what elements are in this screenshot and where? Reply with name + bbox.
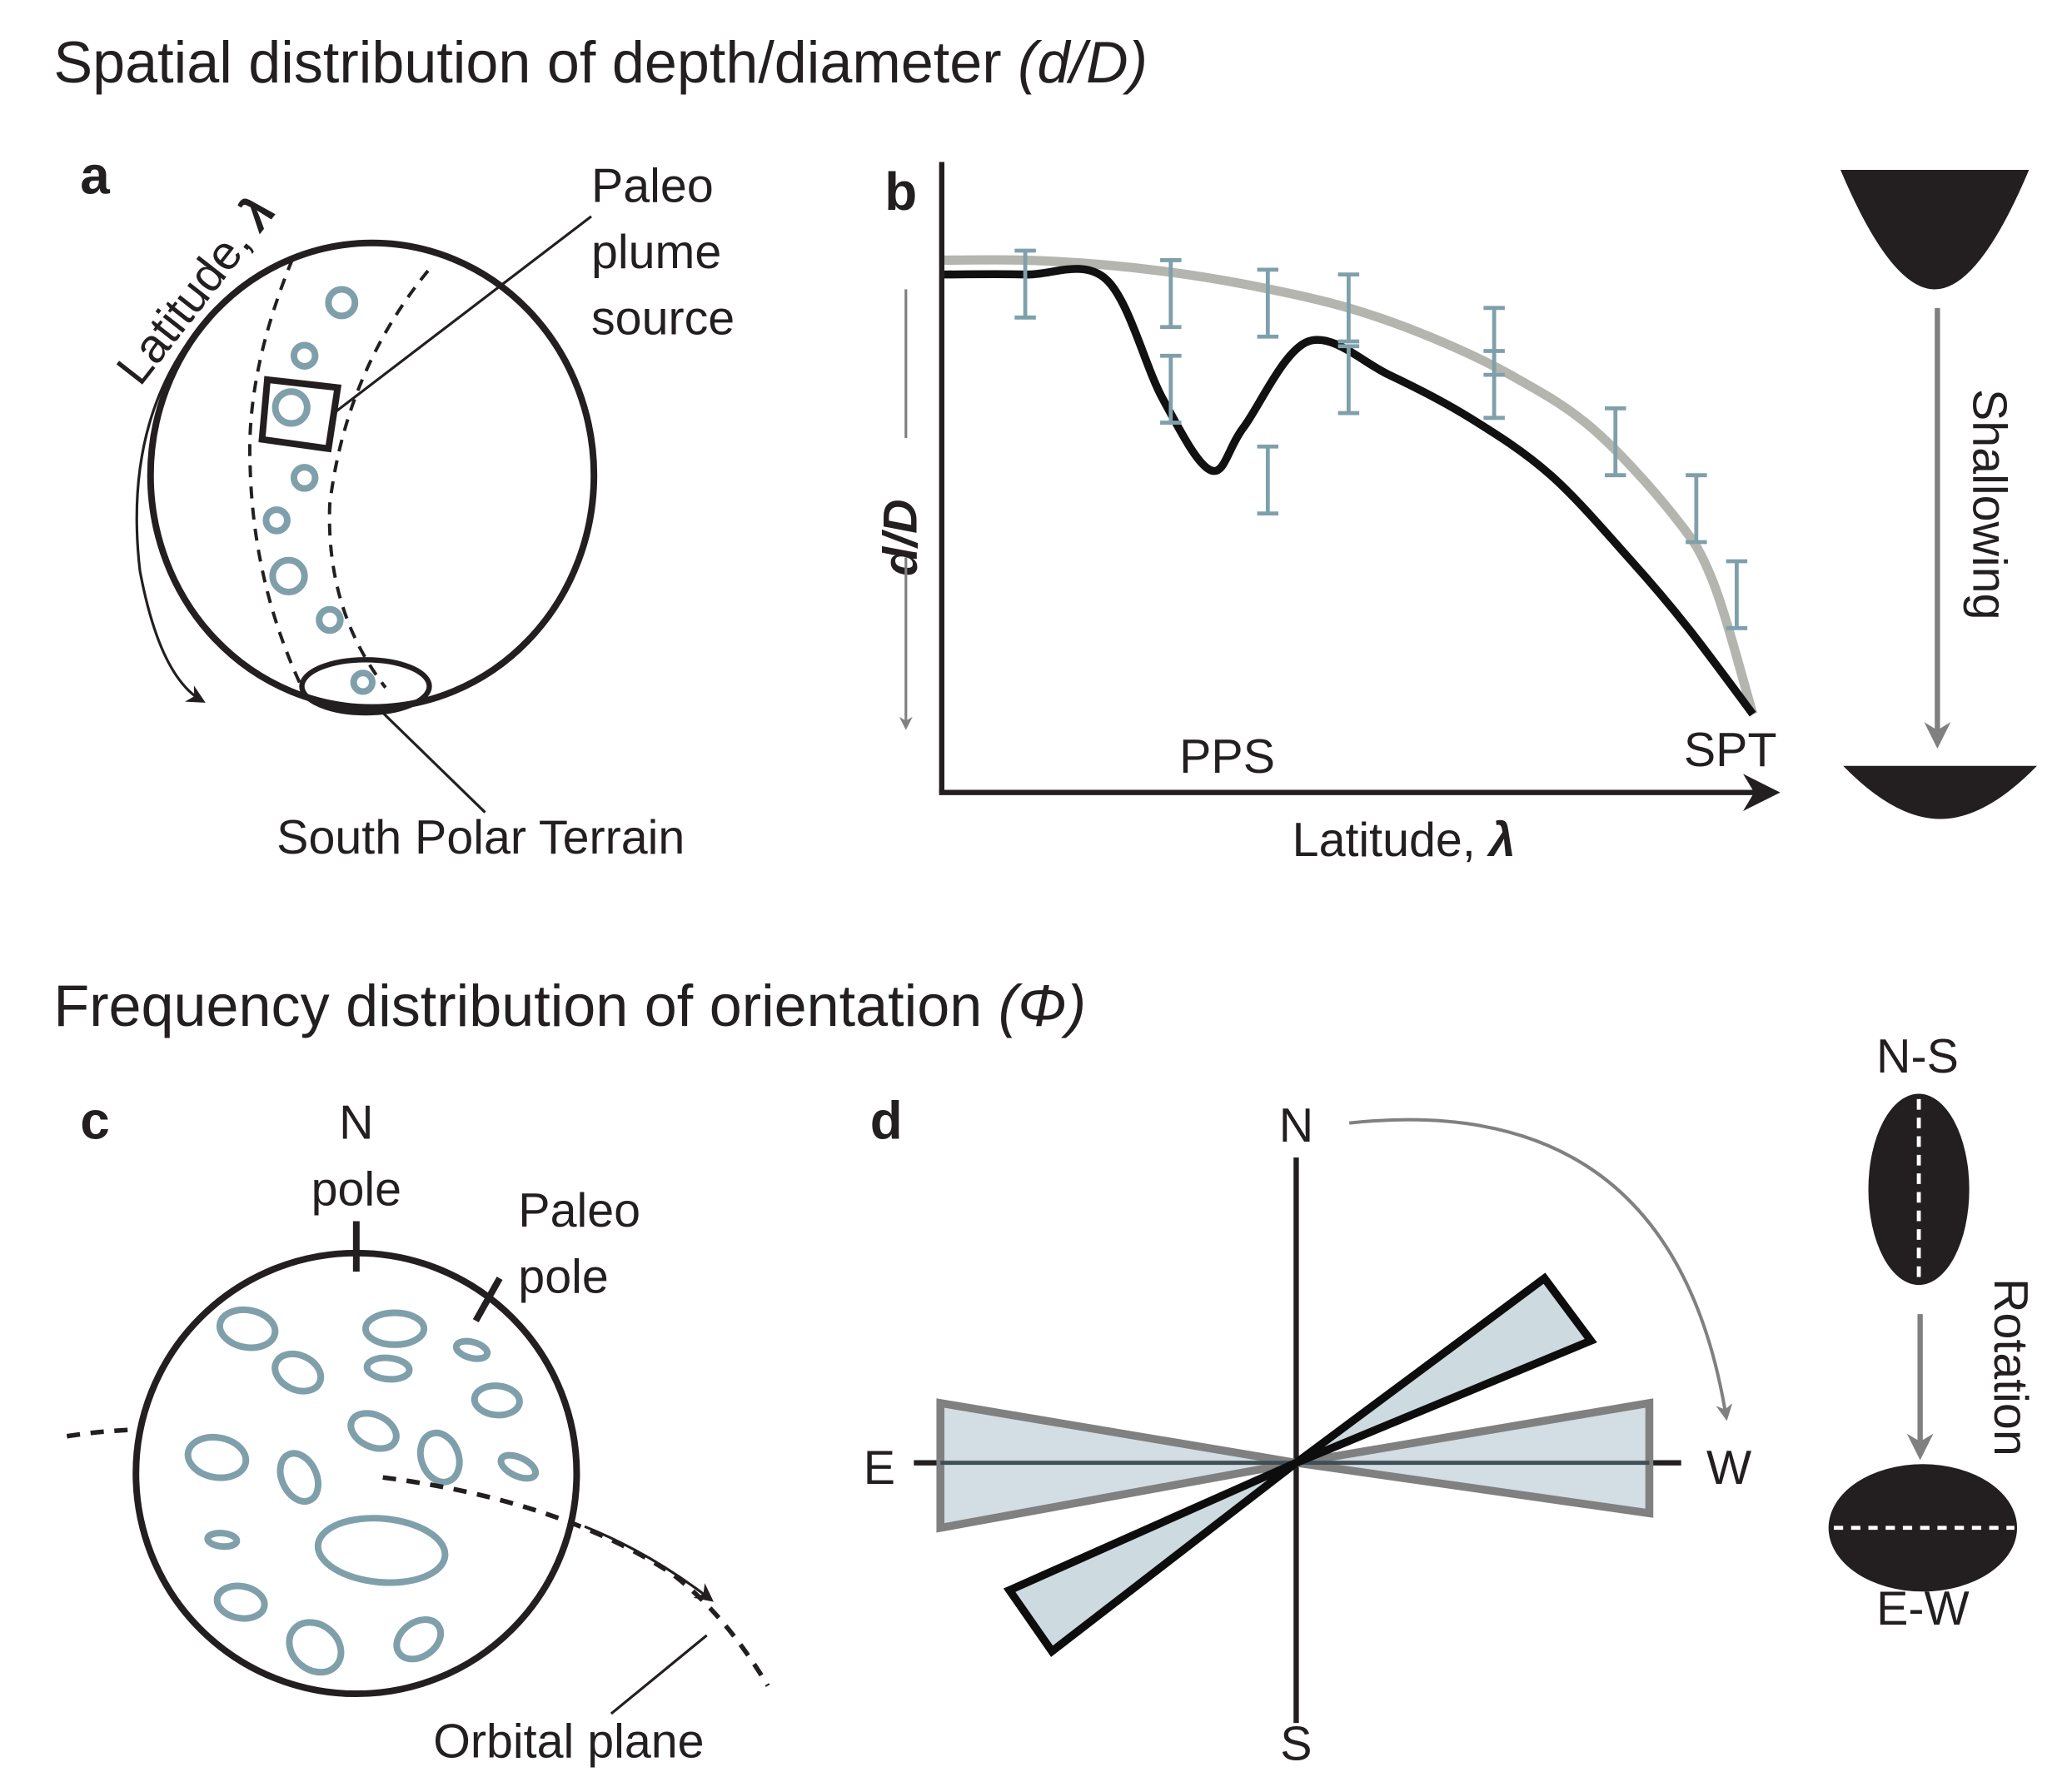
svg-text:d/D: d/D [874, 499, 928, 575]
orbital-motion-arrow-icon [584, 1525, 714, 1602]
crater [350, 670, 376, 695]
error-bar [1257, 444, 1279, 515]
error-bar [1337, 344, 1360, 416]
crater [325, 286, 359, 320]
title-orientation: Frequency distribution of orientation (Φ… [53, 973, 1086, 1038]
crater [271, 1350, 325, 1395]
crater [216, 1306, 279, 1351]
error-bar [1160, 258, 1182, 330]
crater [314, 1515, 449, 1586]
error-bar [1337, 272, 1360, 344]
orbital-plane-label: Orbital plane [433, 1715, 704, 1769]
rose-petal-sw [1003, 1459, 1299, 1657]
compass-w: W [1706, 1441, 1751, 1495]
crater [416, 1429, 463, 1486]
compass-n: N [1279, 1099, 1313, 1152]
title-depth-diameter: Spatial distribution of depth/diameter (… [53, 30, 1148, 95]
spt-ellipse [299, 657, 432, 716]
panel-c-letter: c [80, 1091, 109, 1151]
orbital-plane-right [382, 1475, 770, 1687]
x-axis-label: Latitude, λ [1293, 814, 1516, 867]
crater [286, 1619, 345, 1676]
ew-label: E-W [1876, 1582, 1970, 1635]
paleo-pole-tick [472, 1277, 503, 1323]
spt-label: SPT [1684, 724, 1777, 777]
deep-crater-icon [1840, 170, 2030, 290]
sphere-a [147, 239, 598, 711]
panel-d-letter: d [870, 1091, 903, 1151]
panel-a: a Latitude, λ Paleo plume source South P… [80, 146, 735, 864]
rose-petal-east [936, 1398, 1297, 1533]
crater [290, 341, 319, 370]
craters-c [184, 1306, 540, 1676]
series-line-reference [944, 255, 1758, 716]
y-axis-label: d/D [874, 499, 928, 575]
compass-s: S [1280, 1718, 1312, 1771]
shallowing-label: Shallowing [1962, 389, 2015, 620]
error-bar [1257, 267, 1279, 339]
error-bar [1160, 353, 1182, 425]
pps-callout-line [331, 215, 592, 416]
crater [471, 1382, 523, 1419]
ns-label: N-S [1876, 1030, 1959, 1083]
plume-band-right [327, 269, 430, 689]
crater [204, 1530, 241, 1551]
crater [363, 1354, 413, 1383]
paleo-pole-label-line2: pole [518, 1251, 608, 1304]
paleo-pole-label-line1: Paleo [518, 1184, 640, 1237]
panel-c: c N pole Paleo pole Orb [66, 1091, 770, 1769]
panel-b-letter: b [884, 162, 917, 222]
crater [497, 1451, 540, 1482]
pps-label: PPS [1179, 730, 1275, 784]
crater [347, 1410, 400, 1452]
chart-plot-area [944, 248, 1758, 717]
crater [393, 1616, 445, 1663]
orbital-plane-callout-line [610, 1634, 708, 1715]
compass-e: E [864, 1441, 895, 1495]
panel-a-letter: a [80, 146, 110, 206]
rotation-label: Rotation [1984, 1278, 2037, 1456]
crater [290, 464, 319, 492]
crater [213, 1582, 268, 1622]
crater [262, 506, 291, 535]
shallow-crater-icon [1843, 765, 2037, 819]
crater [452, 1337, 491, 1362]
panel-d: d N S E W N-S Rotation E-W [864, 1030, 2037, 1771]
pps-callout-line2: plume [591, 226, 721, 279]
error-bar [1483, 349, 1505, 421]
craters-a [262, 286, 376, 695]
n-pole-label-line2: pole [311, 1162, 401, 1216]
series-line-observed [944, 265, 1756, 717]
ns-ellipse-icon [1868, 1093, 1970, 1286]
plume-band-left [247, 258, 305, 691]
crater [269, 556, 308, 595]
spt-callout-label: South Polar Terrain [276, 811, 685, 864]
orbital-plane-left [66, 1427, 137, 1439]
error-bar [1605, 406, 1626, 478]
pps-callout-line1: Paleo [591, 159, 714, 212]
svg-text:Shallowing: Shallowing [1962, 389, 2015, 620]
error-bar [1014, 248, 1036, 320]
error-bar [1726, 559, 1748, 630]
crater [276, 1450, 322, 1506]
rotation-arc-arrow-icon [1348, 1118, 1733, 1421]
crater [362, 1309, 428, 1348]
spt-callout-line [381, 711, 486, 814]
error-bar [1686, 473, 1707, 545]
n-pole-label-line1: N [339, 1097, 373, 1150]
crater [184, 1433, 250, 1481]
rose-petal-west [1295, 1398, 1654, 1518]
pps-callout-line3: source [591, 292, 735, 346]
svg-text:Rotation: Rotation [1984, 1278, 2037, 1456]
pps-box [258, 376, 342, 453]
panel-b: b d/D PPS SPT Latitude, λ Shallowing [874, 162, 2037, 867]
rose-petal-ne [1293, 1272, 1597, 1467]
crater [316, 605, 344, 635]
crater [271, 388, 311, 427]
